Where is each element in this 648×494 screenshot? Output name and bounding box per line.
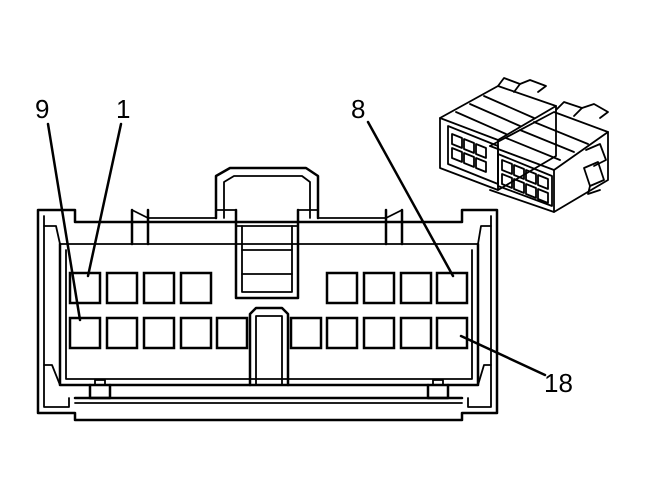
cavity-10 xyxy=(105,316,139,350)
cavity-14 xyxy=(289,316,323,350)
cavity-13 xyxy=(215,316,249,350)
cavity-12 xyxy=(179,316,213,350)
cavity-7 xyxy=(399,271,433,305)
cavity-18 xyxy=(435,316,469,350)
cavity-5 xyxy=(325,271,359,305)
cavity-9 xyxy=(68,316,102,350)
cavity-11 xyxy=(142,316,176,350)
cavity-2 xyxy=(105,271,139,305)
cavities-bottom-row xyxy=(68,316,469,350)
cavity-4 xyxy=(179,271,213,305)
cavity-15 xyxy=(325,316,359,350)
leader-8 xyxy=(366,120,455,278)
callout-8: 8 xyxy=(351,94,365,124)
cavity-17 xyxy=(399,316,433,350)
cavity-6 xyxy=(362,271,396,305)
callout-9: 9 xyxy=(35,94,49,124)
leader-9 xyxy=(46,122,82,322)
cavities-top-row xyxy=(68,271,469,305)
connector-housing xyxy=(36,166,499,422)
leader-lines xyxy=(46,120,547,377)
leader-18 xyxy=(459,334,547,377)
cavity-8 xyxy=(435,271,469,305)
cavity-3 xyxy=(142,271,176,305)
callout-18: 18 xyxy=(544,368,573,398)
cavity-16 xyxy=(362,316,396,350)
callout-1: 1 xyxy=(116,94,130,124)
leader-1 xyxy=(86,122,123,278)
connector-isometric-thumbnail xyxy=(439,77,609,213)
